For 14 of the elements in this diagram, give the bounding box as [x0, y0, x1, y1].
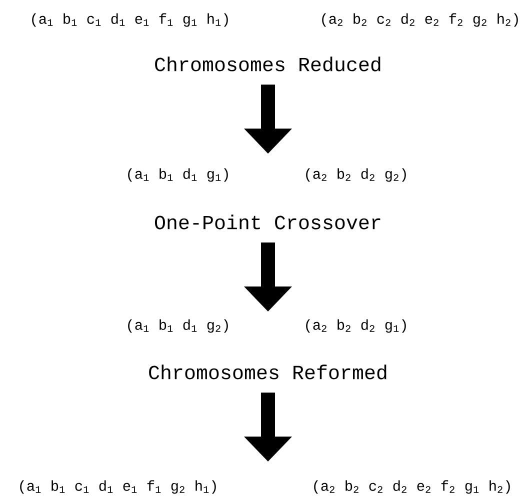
chromosome-string: (a$_{1}$ b$_{1}$ c$_{1}$ d$_{1}$ e$_{1}$ f$_{1}$ g$_{1}$ h$_{1}$) — [32, 13, 228, 27]
step-label: Chromosomes Reformed — [149, 364, 386, 380]
chromosome-string: (a$_{2}$ b$_{2}$ d$_{2}$ g$_{1}$) — [306, 319, 406, 333]
chromosome-string: (a$_{1}$ b$_{1}$ d$_{1}$ g$_{2}$) — [128, 319, 228, 333]
chromosome-string: (a$_{2}$ b$_{2}$ d$_{2}$ g$_{2}$) — [306, 168, 406, 182]
chromosome-string: (a$_{2}$ b$_{2}$ c$_{2}$ d$_{2}$ e$_{2}$ f$_{2}$ g$_{1}$ h$_{2}$) — [314, 480, 510, 494]
chromosome-string: (a$_{1}$ b$_{1}$ d$_{1}$ g$_{1}$) — [128, 168, 228, 182]
step-label: Chromosomes Reduced — [155, 56, 380, 72]
block-arrow — [244, 392, 292, 462]
chromosome-string: (a$_{1}$ b$_{1}$ c$_{1}$ d$_{1}$ e$_{1}$ f$_{1}$ g$_{2}$ h$_{1}$) — [20, 480, 216, 494]
block-arrow — [244, 242, 292, 312]
chromosome-string: (a$_{2}$ b$_{2}$ c$_{2}$ d$_{2}$ e$_{2}$ f$_{2}$ g$_{2}$ h$_{2}$) — [322, 13, 518, 27]
block-arrow — [244, 84, 292, 154]
step-label: One-Point Crossover — [155, 214, 380, 230]
